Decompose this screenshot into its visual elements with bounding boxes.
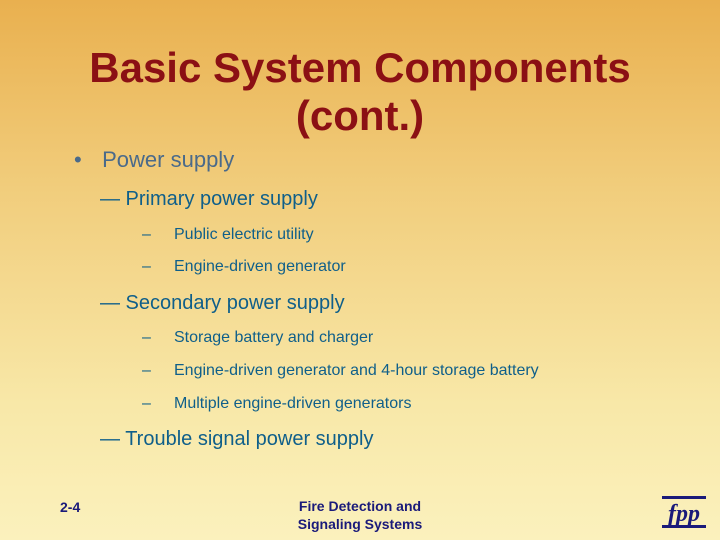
secondary-item-1: – Storage battery and charger bbox=[142, 329, 373, 347]
page-number: 2-4 bbox=[60, 499, 81, 515]
svg-text:fpp: fpp bbox=[668, 501, 700, 527]
footer-title: Fire Detection and Signaling Systems bbox=[260, 497, 460, 533]
footer-title-line-2: Signaling Systems bbox=[297, 516, 423, 532]
dash-icon: – bbox=[142, 329, 151, 346]
secondary-power-supply: — Secondary power supply bbox=[100, 292, 345, 314]
secondary-item-1-text: Storage battery and charger bbox=[174, 329, 374, 346]
slide-title-line-2: (cont.) bbox=[295, 92, 425, 139]
dash-icon: – bbox=[142, 258, 151, 275]
primary-power-supply: — Primary power supply bbox=[100, 188, 318, 210]
secondary-item-2: – Engine-driven generator and 4-hour stor… bbox=[142, 362, 539, 380]
secondary-item-3: – Multiple engine-driven generators bbox=[142, 395, 411, 413]
slide-title: Basic System Components (cont.) bbox=[0, 44, 720, 140]
bullet-label: Power supply bbox=[102, 147, 235, 172]
trouble-signal-power-supply: — Trouble signal power supply bbox=[100, 428, 374, 450]
primary-item-1-text: Public electric utility bbox=[174, 226, 314, 243]
primary-item-2-text: Engine-driven generator bbox=[174, 258, 346, 275]
secondary-item-3-text: Multiple engine-driven generators bbox=[174, 395, 412, 412]
footer-title-line-1: Fire Detection and bbox=[298, 498, 422, 514]
slide-title-line-1: Basic System Components bbox=[89, 44, 631, 91]
dash-icon: – bbox=[142, 226, 151, 243]
primary-item-1: – Public electric utility bbox=[142, 226, 314, 244]
bullet-power-supply: • Power supply bbox=[74, 147, 234, 173]
secondary-item-2-text: Engine-driven generator and 4-hour stora… bbox=[174, 362, 539, 379]
fpp-logo-icon: fpp bbox=[662, 496, 706, 528]
bullet-icon: • bbox=[74, 147, 82, 172]
dash-icon: – bbox=[142, 362, 151, 379]
dash-icon: – bbox=[142, 395, 151, 412]
primary-item-2: – Engine-driven generator bbox=[142, 258, 346, 276]
